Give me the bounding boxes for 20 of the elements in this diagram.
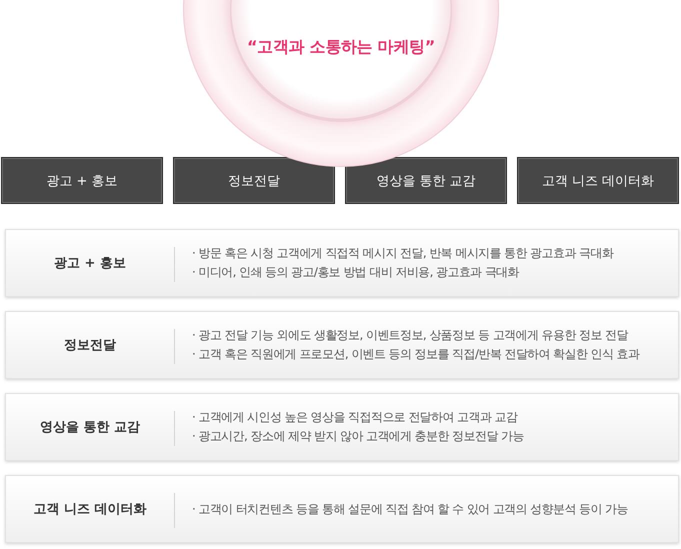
bullet-text: · 고객 혹은 직원에게 프로모션, 이벤트 등의 정보를 직접/반복 전달하여 확실한 인식 효과 bbox=[192, 346, 640, 363]
bullet-text: · 방문 혹은 시청 고객에게 직접적 메시지 전달, 반복 메시지를 통한 광고효과 극대화 bbox=[192, 245, 614, 262]
category-box: 영상을 통한 교감 bbox=[345, 157, 507, 204]
bullet-text: · 고객에게 시인성 높은 영상을 직접적으로 전달하여 고객과 교감 bbox=[192, 409, 518, 426]
panel-heading: 광고 + 홍보 bbox=[54, 254, 126, 272]
bullet-text: · 고객이 터치컨텐츠 등을 통해 설문에 직접 참여 할 수 있어 고객의 성향분석 등이 가능 bbox=[192, 500, 628, 518]
bullet-text: · 광고 전달 기능 외에도 생활정보, 이벤트정보, 상품정보 등 고객에게 유용한 정보 전달 bbox=[192, 327, 628, 344]
category-box: 정보전달 bbox=[173, 157, 335, 204]
info-panel bbox=[5, 311, 679, 379]
category-box: 고객 니즈 데이터화 bbox=[517, 157, 679, 204]
bullet-text: · 광고시간, 장소에 제약 받지 않아 고객에게 충분한 정보전달 가능 bbox=[192, 428, 524, 445]
bullet-text: · 미디어, 인쇄 등의 광고/홍보 방법 대비 저비용, 광고효과 극대화 bbox=[192, 264, 520, 281]
panel-heading: 영상을 통한 교감 bbox=[40, 418, 140, 436]
panel-heading: 고객 니즈 데이터화 bbox=[33, 500, 147, 518]
heading-text: “고객과 소통하는 마케팅” bbox=[247, 37, 435, 57]
category-box: 광고 + 홍보 bbox=[1, 157, 163, 204]
info-panel bbox=[5, 229, 679, 297]
panel-heading: 정보전달 bbox=[64, 336, 116, 354]
info-panel bbox=[5, 393, 679, 461]
info-panel bbox=[5, 475, 679, 543]
